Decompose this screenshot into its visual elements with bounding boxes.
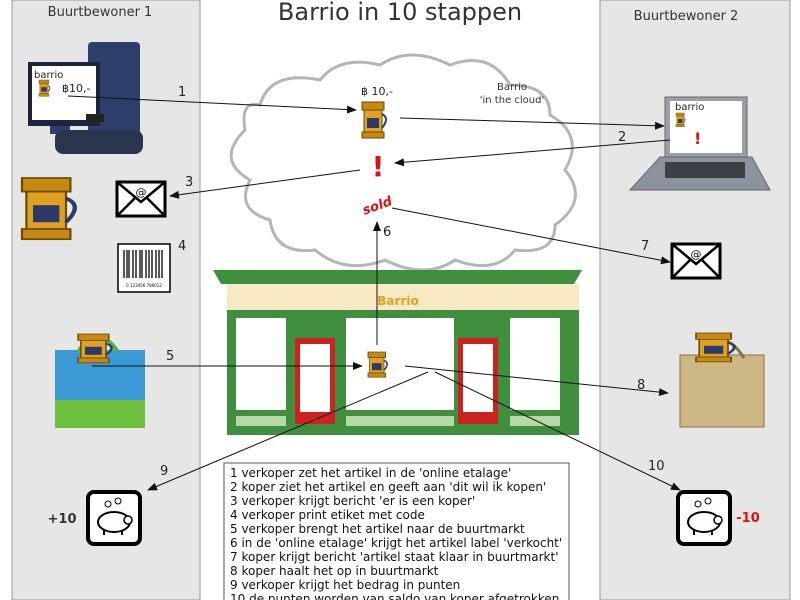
step-number-1: 1 [178, 85, 186, 100]
step-number-8: 8 [637, 378, 645, 393]
arrow-step-10 [434, 371, 681, 491]
cloud-price: ฿ 10,- [361, 85, 393, 98]
screen-label-left: barrio [34, 70, 63, 81]
step-number-10: 10 [648, 459, 665, 474]
arrow-to-buyer [399, 117, 665, 130]
legend-item: 9 verkoper krijgt het bedrag in punten [230, 578, 460, 592]
page-title: Barrio in 10 stappen [278, 0, 522, 26]
screen-exclamation-right: ! [694, 129, 701, 148]
arrow-step-7 [391, 207, 671, 265]
steps-legend-box [223, 462, 570, 600]
flow-arrows [67, 95, 681, 491]
screen-coffee-icon-right [675, 112, 686, 128]
coffee-maker-icon [22, 178, 75, 239]
barcode-digits: 0 123456 789012 [126, 283, 162, 288]
arrow-step-9 [147, 371, 429, 491]
legend-item: 2 koper ziet het artikel en geeft aan 'd… [230, 480, 546, 494]
screen-label-right: barrio [675, 102, 704, 113]
cloud-label-2: 'in the cloud' [480, 95, 544, 106]
shop-name: Barrio [377, 294, 418, 308]
step-number-9: 9 [160, 464, 168, 479]
cloud-label-1: Barrio [497, 82, 527, 93]
step-number-5: 5 [166, 349, 174, 364]
screen-coffee-icon-left [38, 79, 51, 97]
points-minus: -10 [736, 511, 760, 526]
legend-item: 3 verkoper krijgt bericht 'er is een kop… [230, 494, 475, 508]
points-plus: +10 [48, 512, 77, 527]
laptop-icon [628, 96, 771, 191]
legend-item: 6 in de 'online etalage' krijgt het arti… [230, 536, 562, 550]
resident-left-label: Buurtbewoner 1 [48, 5, 153, 20]
piggy-bank-icon-seller [86, 490, 142, 546]
barcode-label-icon [117, 243, 171, 293]
cloud-exclamation: ! [372, 150, 385, 183]
mail-icon-seller [115, 180, 167, 218]
shop-coffee-maker-icon [367, 351, 389, 379]
legend-item: 5 verkoper brengt het artikel naar de bu… [230, 522, 525, 536]
step-number-2: 2 [618, 130, 626, 145]
shop-building [213, 270, 582, 435]
piggy-bank-icon-buyer [676, 490, 732, 546]
step-number-6: 6 [383, 225, 391, 240]
mail-icon-buyer [670, 242, 722, 280]
cloud-coffee-maker-icon [361, 101, 387, 139]
shopping-bag-icon [55, 332, 145, 428]
legend-item: 8 koper haalt het op in buurtmarkt [230, 564, 439, 578]
arrow-step-3 [169, 169, 361, 199]
step-number-7: 7 [641, 239, 649, 254]
legend-item: 7 koper krijgt bericht 'artikel staat kl… [230, 550, 559, 564]
legend-item: 10 de punten worden van saldo van koper … [230, 592, 559, 600]
arrow-step-8 [404, 365, 669, 397]
steps-legend: 1 verkoper zet het artikel in de 'online… [230, 466, 562, 600]
step-numbers: 1 2 3 4 5 6 7 8 9 10 [160, 85, 665, 479]
screen-price-left: ฿10,- [62, 82, 90, 95]
legend-item: 4 verkoper print etiket met code [230, 508, 425, 522]
resident-right-label: Buurtbewoner 2 [634, 9, 739, 24]
legend-item: 1 verkoper zet het artikel in de 'online… [230, 466, 511, 480]
arrow-step-2 [394, 139, 671, 167]
arrow-step-1 [67, 95, 357, 114]
step-number-4: 4 [178, 239, 186, 254]
jute-bag-icon [679, 331, 765, 428]
step-number-3: 3 [185, 175, 193, 190]
